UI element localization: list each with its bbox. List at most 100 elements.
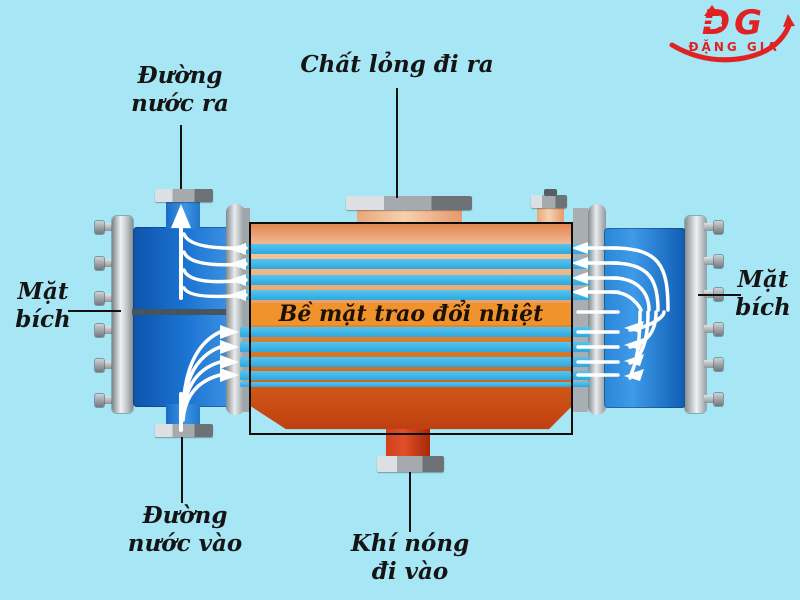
water-outlet-flange <box>155 189 213 202</box>
bolt-shaft <box>103 259 115 267</box>
tube-stripe <box>240 342 590 352</box>
logo-graphic: DG ĐẶNG GIA <box>669 3 795 63</box>
flow-line <box>610 246 670 312</box>
tube-stripe <box>240 259 590 269</box>
flow-arrowhead <box>571 257 588 269</box>
logo-name: ĐẶNG GIA <box>688 39 779 54</box>
logo-swoosh-arrowhead <box>783 14 795 27</box>
flow-arrowhead <box>229 258 246 270</box>
label-water-in-line2: nước vào <box>127 530 243 558</box>
liquid-outlet-flange <box>346 196 472 210</box>
flow-arrowhead <box>624 369 644 381</box>
tube-stripe <box>240 327 590 337</box>
bolt-shaft <box>704 360 716 368</box>
label-water-in-line1: Đường <box>142 502 228 529</box>
flow-line <box>610 261 660 312</box>
bolt-head <box>95 324 104 337</box>
label-water-out: Đường nước ra <box>110 62 250 118</box>
tube-stripe <box>240 382 590 387</box>
bolt-shaft <box>704 325 716 333</box>
hot-gas-flange <box>377 456 444 472</box>
label-water-in: Đường nước vào <box>105 502 265 558</box>
heat-surface-label: Bề mặt trao đổi nhiệt <box>278 301 544 327</box>
bolt-shaft <box>704 395 716 403</box>
leader-water-out <box>180 125 182 189</box>
flow-arrowhead <box>624 354 644 366</box>
bolt-head <box>95 221 104 234</box>
bolt-head <box>714 221 723 234</box>
bolt-head <box>714 393 723 406</box>
bolt-shaft <box>704 257 716 265</box>
flow-arrowhead <box>220 325 239 339</box>
water-inlet-flange <box>155 424 213 437</box>
label-flange-left-line2: bích <box>15 306 71 334</box>
flow-line <box>610 276 651 312</box>
leader-flange-left <box>68 310 121 312</box>
leader-liquid-out <box>396 88 398 198</box>
bolt-shaft <box>103 294 115 302</box>
label-hot-gas-line1: Khí nóng <box>350 530 470 557</box>
vent-nozzle-cap <box>531 195 567 208</box>
flow-arrowhead <box>624 321 644 333</box>
flow-arrowhead <box>220 340 239 354</box>
flow-arrowhead <box>571 286 588 298</box>
label-hot-gas-line2: đi vào <box>371 558 449 586</box>
flow-arrowhead <box>220 368 239 382</box>
bolt-head <box>714 255 723 268</box>
dang-gia-logo: DG ĐẶNG GIA <box>664 1 796 65</box>
left-flange-plate <box>112 216 133 413</box>
logo-slit-1 <box>702 18 722 21</box>
logo-arrow-icon <box>704 5 720 16</box>
right-end-cap <box>604 228 686 408</box>
left-cap-partition <box>132 309 227 315</box>
vent-knob <box>544 189 557 196</box>
flow-arrowhead <box>571 272 588 284</box>
flow-arrowhead <box>571 242 588 254</box>
label-flange-left: Mặt bích <box>5 278 81 334</box>
bolt-shaft <box>103 326 115 334</box>
bolt-head <box>95 359 104 372</box>
label-hot-gas: Khí nóng đi vào <box>340 530 480 586</box>
label-flange-right: Mặt bích <box>726 266 800 322</box>
label-flange-right-line1: Mặt <box>737 266 789 293</box>
flow-arrowhead <box>171 204 191 228</box>
bolt-head <box>95 257 104 270</box>
flow-arrowhead <box>229 289 246 301</box>
hot-gas-funnel <box>249 386 573 430</box>
label-water-out-line1: Đường <box>137 62 223 89</box>
left-tube-stub-strip <box>243 208 250 412</box>
flow-line <box>610 290 643 312</box>
leader-water-in <box>181 437 183 503</box>
right-flange-plate <box>685 216 706 413</box>
tube-stripe <box>240 290 590 300</box>
bolt-shaft <box>103 361 115 369</box>
flow-line <box>182 232 248 250</box>
flow-arrowhead <box>229 274 246 286</box>
bolt-shaft <box>704 223 716 231</box>
flow-arrowhead <box>220 355 239 369</box>
flow-line <box>181 373 222 422</box>
label-liquid-out: Chất lỏng đi ra <box>300 51 494 78</box>
tube-stripe <box>240 357 590 367</box>
bolt-head <box>714 323 723 336</box>
tube-stripe <box>240 244 590 254</box>
tube-stripe <box>240 275 590 285</box>
bolt-head <box>95 292 104 305</box>
core-outline-box <box>249 222 573 435</box>
bolt-head <box>95 394 104 407</box>
logo-swoosh <box>669 20 793 63</box>
label-flange-left-line1: Mặt <box>17 278 69 305</box>
tube-stripe <box>240 371 590 380</box>
logo-slit-2 <box>704 24 722 27</box>
flow-arrowhead <box>229 243 246 255</box>
bolt-shaft <box>103 396 115 404</box>
flow-arrowhead <box>624 338 644 350</box>
leader-flange-right <box>698 294 741 296</box>
label-water-out-line2: nước ra <box>131 90 229 118</box>
leader-hot-gas <box>409 472 411 532</box>
heat-band <box>249 303 573 325</box>
bolt-head <box>714 358 723 371</box>
bolt-shaft <box>103 223 115 231</box>
